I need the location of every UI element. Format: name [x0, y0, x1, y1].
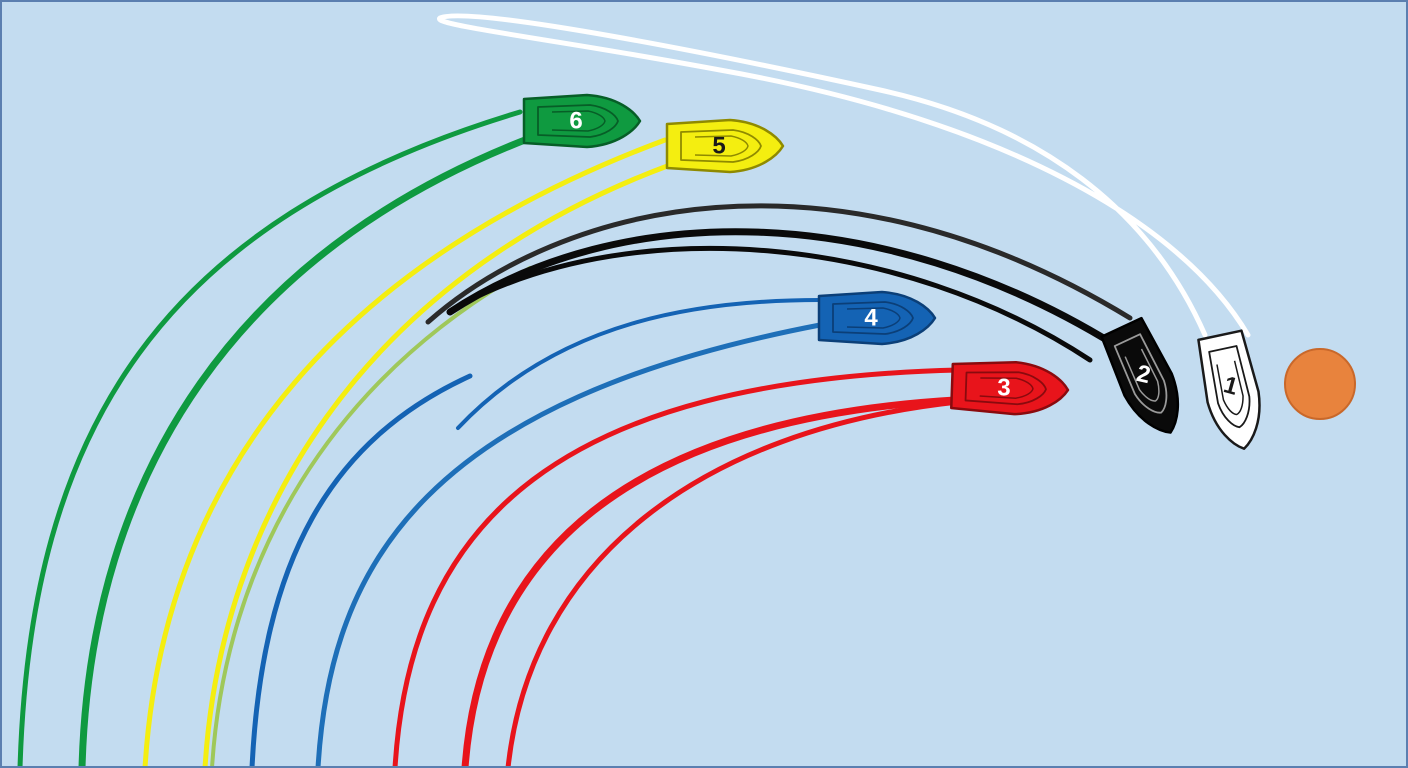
- boat-number-label: 5: [712, 133, 725, 160]
- wake-4-inner: [315, 322, 823, 768]
- boat-number-label: 6: [569, 108, 582, 135]
- wake-4-top: [456, 298, 822, 430]
- boat-cockpit-icon: [1113, 333, 1168, 414]
- buoy-mark: [1284, 348, 1356, 420]
- boat-number-label: 3: [997, 374, 1011, 401]
- boat-number-label: 4: [864, 305, 878, 332]
- boat-cockpit-icon: [832, 301, 914, 335]
- boat-hull-icon: [1197, 329, 1261, 450]
- boat-cockpit-icon: [1208, 345, 1251, 429]
- boat-seat-icon: [979, 377, 1034, 399]
- wake-2-outer: [425, 203, 1133, 325]
- wake-6-inner: [78, 134, 534, 768]
- boat-cockpit-icon: [537, 104, 619, 138]
- boat-seat-icon: [846, 307, 901, 329]
- boat-1: 1: [1197, 329, 1261, 450]
- wake-5-outer: [142, 137, 668, 768]
- boat-4: 4: [817, 290, 937, 346]
- wake-5-inner: [202, 162, 673, 768]
- wake-3-lower: [505, 399, 961, 768]
- wake-5-blend: [210, 266, 532, 768]
- wake-3-outer: [392, 367, 961, 768]
- boat-3: 3: [950, 360, 1070, 416]
- boat-seat-icon: [551, 110, 606, 132]
- boat-hull-icon: [522, 93, 642, 149]
- wake-6-outer: [17, 109, 523, 768]
- wake-1-loop: [437, 13, 1251, 338]
- wake-4-outer: [249, 373, 473, 768]
- boat-5: 5: [665, 118, 785, 174]
- boat-seat-icon: [1124, 348, 1160, 402]
- wake-2-trail: [467, 245, 1093, 363]
- boat-2: 2: [1100, 316, 1180, 434]
- boat-cockpit-icon: [964, 371, 1047, 406]
- wake-3-inner: [461, 396, 959, 768]
- wake-2-inner: [446, 228, 1119, 349]
- boats: 1 2 3 4 5 6: [522, 93, 1261, 450]
- boat-number-label: 2: [1134, 360, 1153, 389]
- wakes: [17, 13, 1251, 768]
- boat-seat-icon: [694, 135, 749, 157]
- boat-seat-icon: [1216, 360, 1244, 416]
- boat-hull-icon: [1100, 316, 1180, 434]
- boat-6: 6: [522, 93, 642, 149]
- boat-hull-icon: [817, 290, 937, 346]
- boat-cockpit-icon: [680, 129, 762, 163]
- boat-hull-icon: [665, 118, 785, 174]
